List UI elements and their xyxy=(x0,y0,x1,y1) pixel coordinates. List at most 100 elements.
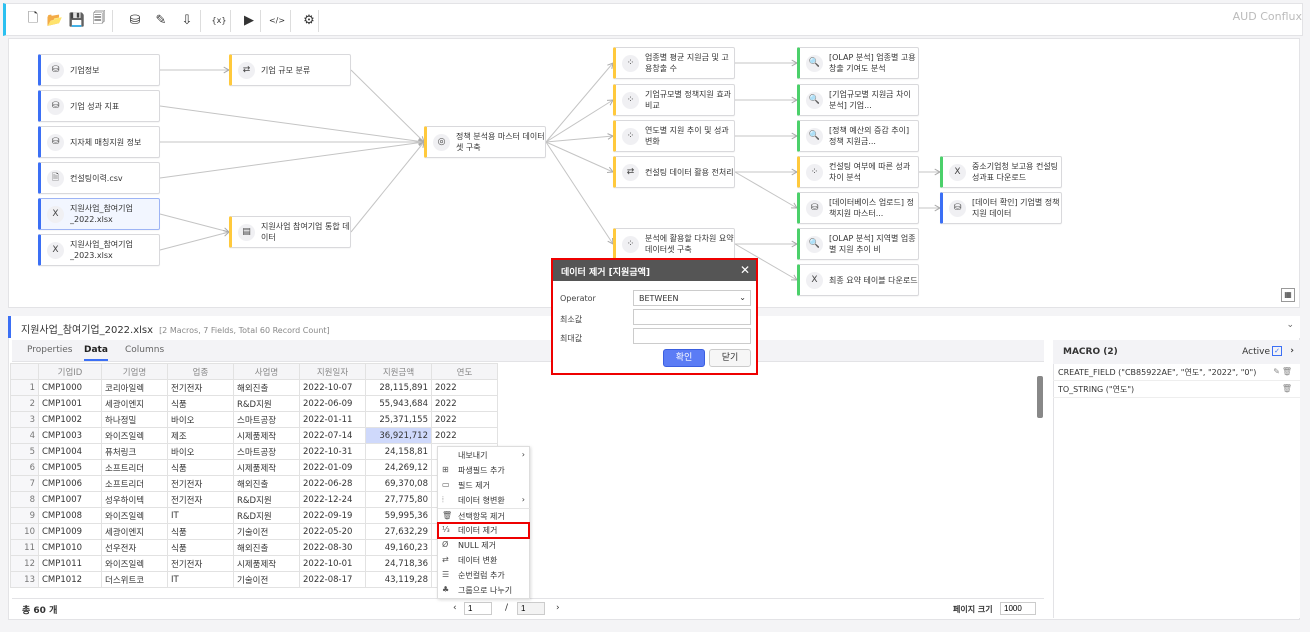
table-cell[interactable]: 2022-07-14 xyxy=(299,427,366,444)
table-cell[interactable]: CMP1009 xyxy=(38,523,102,540)
table-cell[interactable]: CMP1010 xyxy=(38,539,102,556)
table-cell[interactable]: 바이오 xyxy=(167,411,234,428)
flow-node[interactable]: ▤지원사업 참여기업 통합 데이터 xyxy=(229,216,351,248)
table-cell[interactable]: 하나정밀 xyxy=(101,411,168,428)
column-header[interactable]: 기업ID xyxy=(38,363,102,380)
table-cell[interactable]: R&D지원 xyxy=(233,491,300,508)
table-cell[interactable]: 2022 xyxy=(431,411,498,428)
table-cell[interactable]: CMP1007 xyxy=(38,491,102,508)
context-menu-item[interactable]: ♣그룹으로 나누기 xyxy=(438,583,531,598)
active-checkbox[interactable]: ✓ xyxy=(1272,346,1282,356)
column-header[interactable]: 지원금액 xyxy=(365,363,432,380)
tab-columns[interactable]: Columns xyxy=(125,345,165,355)
edit-icon[interactable]: ✎ xyxy=(1273,367,1280,376)
table-cell[interactable]: 기술이전 xyxy=(233,571,300,588)
table-cell[interactable]: CMP1003 xyxy=(38,427,102,444)
table-cell[interactable]: 식품 xyxy=(167,395,234,412)
flow-node[interactable]: ⇄기업 규모 분류 xyxy=(229,54,351,86)
table-cell[interactable]: CMP1004 xyxy=(38,443,102,460)
table-cell[interactable]: CMP1008 xyxy=(38,507,102,524)
vertical-scrollbar[interactable] xyxy=(1037,376,1043,418)
table-cell[interactable]: 시제품제작 xyxy=(233,427,300,444)
operator-select[interactable]: BETWEEN⌄ xyxy=(633,290,751,306)
flow-node[interactable]: ⛁기업정보 xyxy=(38,54,160,86)
table-cell[interactable]: CMP1005 xyxy=(38,459,102,476)
macro-item[interactable]: TO_STRING ("연도")🗑 xyxy=(1053,381,1300,398)
table-cell[interactable]: 와이즈일렉 xyxy=(101,555,168,572)
table-cell[interactable]: 2022-12-24 xyxy=(299,491,366,508)
context-menu-item[interactable]: ⇄데이터 변환 xyxy=(438,553,531,568)
table-cell[interactable]: 전기전자 xyxy=(167,555,234,572)
table-cell[interactable]: 2022-08-17 xyxy=(299,571,366,588)
db-upload-icon[interactable]: ⛁ xyxy=(129,12,141,28)
table-cell[interactable]: CMP1000 xyxy=(38,379,102,396)
table-cell[interactable]: 스마트공장 xyxy=(233,443,300,460)
table-cell[interactable]: 소프트리더 xyxy=(101,475,168,492)
table-cell[interactable]: 2022 xyxy=(431,427,498,444)
trash-icon[interactable]: 🗑 xyxy=(1281,367,1292,376)
table-cell[interactable]: 더스위트코 xyxy=(101,571,168,588)
save-as-icon[interactable]: 🗐 xyxy=(92,11,106,26)
context-menu-item[interactable]: ☰순번컬럼 추가 xyxy=(438,568,531,583)
flow-node[interactable]: 🔍[정책 예산의 증감 추이] 정책 지원금... xyxy=(797,120,919,152)
flow-node[interactable]: 🔍[기업규모별 지원금 차이 분석] 기업... xyxy=(797,84,919,116)
table-cell[interactable]: CMP1012 xyxy=(38,571,102,588)
table-cell[interactable]: 2022-10-31 xyxy=(299,443,366,460)
flow-node[interactable]: ◎정책 분석용 마스터 데이터셋 구축 xyxy=(424,126,546,158)
min-value-input[interactable] xyxy=(633,309,751,325)
flow-edit-icon[interactable]: ✎ xyxy=(155,12,167,28)
table-cell[interactable]: 세광이엔지 xyxy=(101,395,168,412)
table-cell[interactable]: 식품 xyxy=(167,539,234,556)
table-cell[interactable]: 49,160,23 xyxy=(365,539,432,556)
settings-icon[interactable]: ⚙ xyxy=(303,12,315,28)
tab-properties[interactable]: Properties xyxy=(27,345,73,355)
column-header[interactable]: 업종 xyxy=(167,363,234,380)
table-cell[interactable]: 27,775,80 xyxy=(365,491,432,508)
table-cell[interactable]: 28,115,891 xyxy=(365,379,432,396)
flow-node[interactable]: ⁘분석에 활용할 다차원 요약 데이터셋 구축 xyxy=(613,228,735,260)
table-cell[interactable]: 식품 xyxy=(167,523,234,540)
table-cell[interactable]: 2022-06-09 xyxy=(299,395,366,412)
collapse-icon[interactable]: ⌄ xyxy=(1286,320,1294,330)
table-cell[interactable]: 소프트리더 xyxy=(101,459,168,476)
column-header[interactable]: 사업명 xyxy=(233,363,300,380)
table-cell[interactable]: IT xyxy=(167,507,234,524)
table-cell[interactable]: 와이즈일렉 xyxy=(101,507,168,524)
flow-node[interactable]: ⇄컨설팅 데이터 활용 전처리 xyxy=(613,156,735,188)
prev-page-button[interactable]: ‹ xyxy=(453,603,457,613)
table-cell[interactable]: 선우전자 xyxy=(101,539,168,556)
table-cell[interactable]: 2022-10-01 xyxy=(299,555,366,572)
table-cell[interactable]: 성우하이텍 xyxy=(101,491,168,508)
page-size-input[interactable] xyxy=(1000,602,1036,615)
max-value-input[interactable] xyxy=(633,328,751,344)
variable-icon[interactable]: {x} xyxy=(211,15,227,25)
close-button[interactable]: 닫기 xyxy=(709,349,751,367)
import-icon[interactable]: ⇩ xyxy=(181,12,193,28)
flow-node[interactable]: ⁘연도별 지원 추이 및 성과 변화 xyxy=(613,120,735,152)
table-cell[interactable]: 식품 xyxy=(167,459,234,476)
expand-chevron-icon[interactable]: › xyxy=(1290,346,1294,356)
column-header[interactable] xyxy=(10,363,39,380)
table-cell[interactable]: CMP1001 xyxy=(38,395,102,412)
context-menu-item[interactable]: ⊞파생필드 추가 xyxy=(438,463,531,478)
table-cell[interactable]: CMP1011 xyxy=(38,555,102,572)
flow-node[interactable]: ⁘업종별 평균 지원금 및 고용창출 수 xyxy=(613,47,735,79)
table-cell[interactable]: 전기전자 xyxy=(167,379,234,396)
next-page-button[interactable]: › xyxy=(556,603,560,613)
flow-node[interactable]: ⛁기업 성과 지표 xyxy=(38,90,160,122)
table-cell[interactable]: 2022 xyxy=(431,395,498,412)
table-cell[interactable]: 스마트공장 xyxy=(233,411,300,428)
flow-node[interactable]: 🗎컨설팅이력.csv xyxy=(38,162,160,194)
table-cell[interactable]: 24,718,36 xyxy=(365,555,432,572)
table-cell[interactable]: 43,119,28 xyxy=(365,571,432,588)
table-cell[interactable]: 27,632,29 xyxy=(365,523,432,540)
